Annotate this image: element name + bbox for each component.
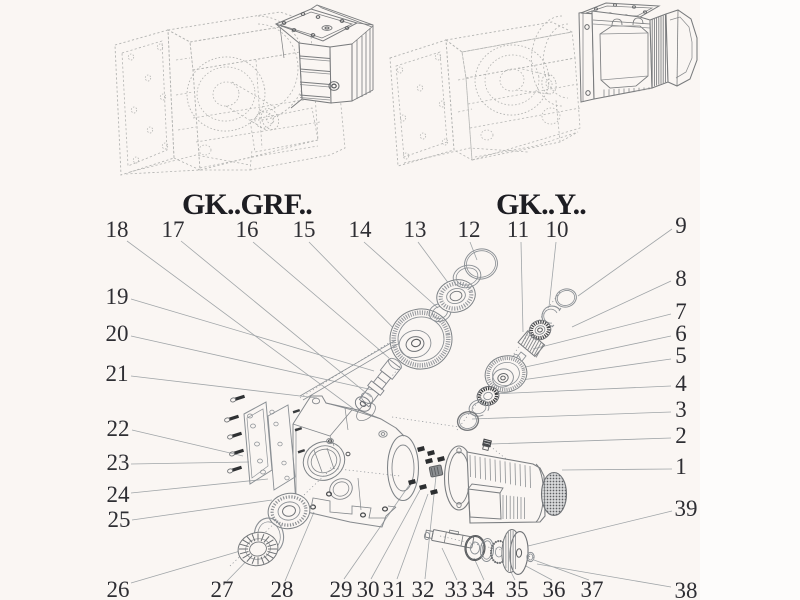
svg-text:1: 1 <box>675 454 687 479</box>
svg-text:24: 24 <box>107 482 131 507</box>
svg-text:4: 4 <box>675 371 687 396</box>
svg-text:19: 19 <box>106 284 129 309</box>
svg-text:3: 3 <box>675 397 687 422</box>
svg-text:16: 16 <box>236 217 259 242</box>
svg-text:22: 22 <box>107 416 130 441</box>
svg-text:9: 9 <box>675 213 687 238</box>
svg-text:37: 37 <box>581 577 604 600</box>
svg-text:28: 28 <box>271 577 294 600</box>
svg-text:30: 30 <box>357 577 380 600</box>
svg-text:GK..Y..: GK..Y.. <box>496 188 586 221</box>
svg-text:7: 7 <box>675 299 687 324</box>
svg-text:13: 13 <box>404 217 427 242</box>
svg-text:27: 27 <box>211 577 234 600</box>
svg-text:38: 38 <box>675 578 698 600</box>
svg-text:31: 31 <box>383 577 406 600</box>
svg-text:21: 21 <box>106 361 129 386</box>
svg-text:14: 14 <box>349 217 373 242</box>
svg-text:18: 18 <box>106 217 129 242</box>
svg-text:23: 23 <box>107 450 130 475</box>
svg-text:36: 36 <box>543 577 566 600</box>
svg-text:5: 5 <box>675 343 687 368</box>
svg-text:29: 29 <box>330 577 353 600</box>
svg-text:8: 8 <box>675 266 687 291</box>
svg-text:6: 6 <box>675 321 687 346</box>
svg-text:32: 32 <box>412 577 435 600</box>
svg-text:35: 35 <box>506 577 529 600</box>
svg-text:10: 10 <box>546 217 569 242</box>
svg-text:11: 11 <box>507 217 529 242</box>
svg-text:26: 26 <box>107 577 130 600</box>
svg-text:GK..GRF..: GK..GRF.. <box>182 188 312 221</box>
svg-text:34: 34 <box>472 577 496 600</box>
svg-text:15: 15 <box>293 217 316 242</box>
svg-text:25: 25 <box>108 507 131 532</box>
svg-text:12: 12 <box>458 217 481 242</box>
svg-text:20: 20 <box>106 321 129 346</box>
svg-text:33: 33 <box>445 577 468 600</box>
svg-text:2: 2 <box>675 423 687 448</box>
svg-text:39: 39 <box>675 496 698 521</box>
svg-text:17: 17 <box>162 217 185 242</box>
